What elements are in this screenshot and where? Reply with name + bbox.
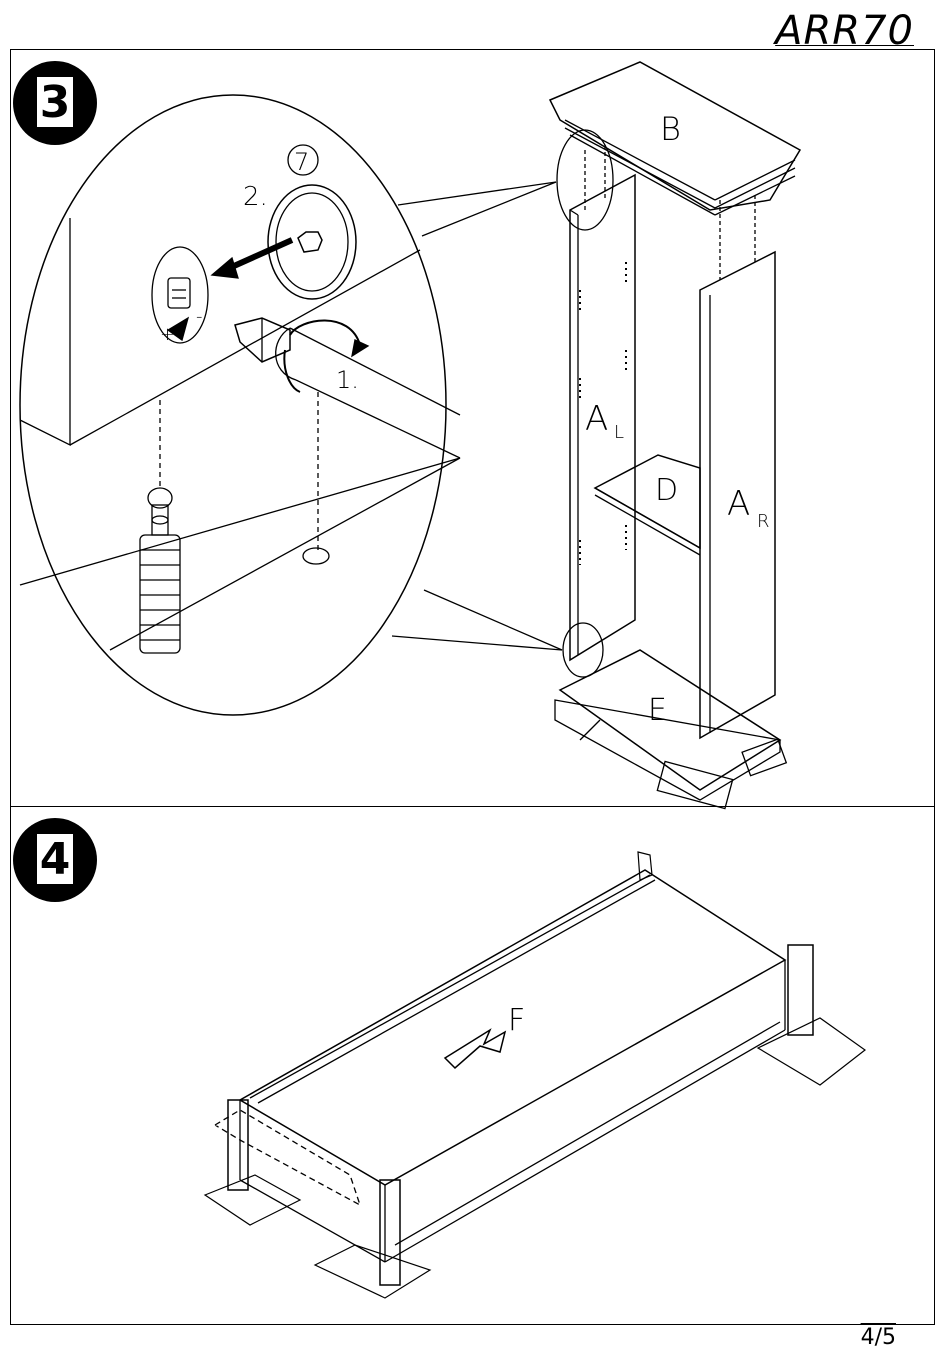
label-plus: + (160, 324, 175, 345)
label-part-d: D (655, 473, 678, 508)
wardrobe-on-back (205, 852, 865, 1298)
label-step-one: 1. (336, 366, 359, 394)
label-part-f: F (508, 1003, 525, 1038)
label-part-e: E (648, 693, 667, 728)
label-part-ar: A (727, 484, 750, 524)
label-minus: - (196, 306, 203, 327)
label-part-al: A (585, 399, 608, 439)
label-part-al-sub: L (614, 422, 624, 443)
label-callout-7: 7 (294, 148, 309, 176)
detail-magnifier (20, 95, 562, 715)
labels: B A L A R D E 7 2. 1. + - F (160, 110, 770, 1038)
label-step-two: 2. (243, 182, 268, 212)
label-part-b: B (660, 110, 681, 148)
label-part-ar-sub: R (757, 511, 770, 532)
